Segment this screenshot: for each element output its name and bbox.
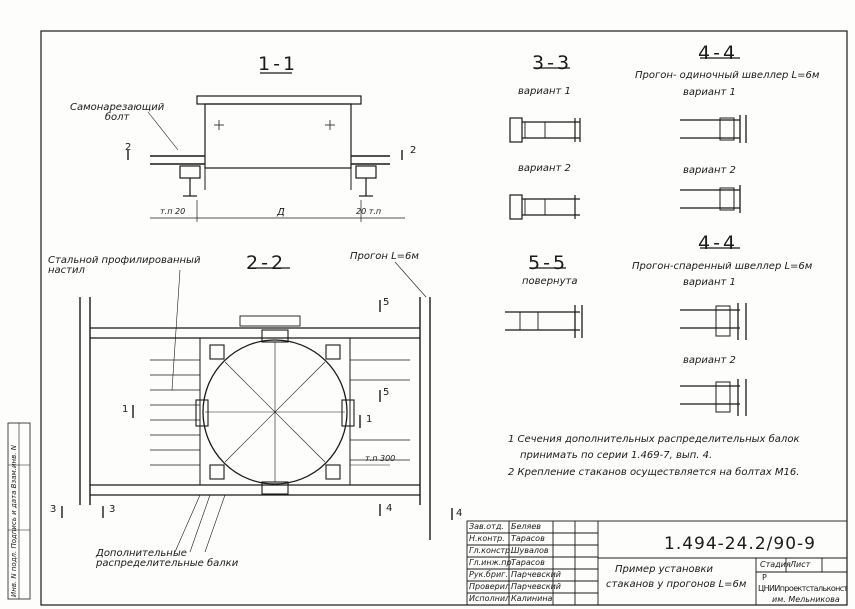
margin-stamp: Инв. N подл. Подпись и дата Взам.инв. N xyxy=(10,445,18,597)
name-7: Калинина xyxy=(511,594,553,603)
cut-mark-2-left: 2 xyxy=(125,142,132,153)
role-1: Зав.отд. xyxy=(469,522,504,531)
role-3: Гл.констр. xyxy=(469,546,513,555)
section-4-4-paired-title: 4-4 xyxy=(698,232,739,254)
cut-mark-1-left: 1 xyxy=(122,404,129,415)
note-2: 2 Крепление стаканов осуществляется на б… xyxy=(508,467,800,478)
variant2-44b-label: вариант 2 xyxy=(683,355,736,366)
cut-mark-1-right: 1 xyxy=(366,414,373,425)
cut-mark-4-left: 4 xyxy=(386,503,393,514)
section-2-2-title: 2-2 xyxy=(246,252,287,274)
section-5-5-title: 5-5 xyxy=(528,252,569,274)
rotated-label: повернута xyxy=(522,276,578,287)
name-4: Тарасов xyxy=(511,558,545,567)
offset-300-label: т.п 300 xyxy=(365,454,396,463)
section-1-1-title: 1-1 xyxy=(258,53,299,75)
bolt-label: Самонарезающий болт xyxy=(70,102,165,123)
note-1-line-2: принимать по серии 1.469-7, вып. 4. xyxy=(520,450,713,461)
cut-mark-3-left: 3 xyxy=(50,504,57,515)
section-1-1-view xyxy=(127,72,405,222)
organization-name-2: им. Мельникова xyxy=(772,595,840,604)
cut-mark-5-bottom: 5 xyxy=(383,387,390,398)
section-5-5-view xyxy=(505,267,583,338)
section-3-3-view xyxy=(509,67,581,220)
variant1-44a-label: вариант 1 xyxy=(683,87,736,98)
section-4-4-single-view xyxy=(680,57,747,213)
deck-label: Стальной профилированный настил xyxy=(48,255,201,276)
sheet-header: Лист xyxy=(790,560,811,569)
drawing-description-2: стаканов у прогонов L=6м xyxy=(606,579,747,590)
purlin-label: Прогон L=6м xyxy=(350,251,419,262)
cut-mark-3-right: 3 xyxy=(109,504,116,515)
paired-channel-label: Прогон-спаренный швеллер L=6м xyxy=(632,261,813,272)
offset-left-label: т.п 20 xyxy=(160,207,186,216)
cut-mark-5-top: 5 xyxy=(383,297,390,308)
stage-value: Р xyxy=(762,573,767,582)
section-4-4-paired-view xyxy=(680,247,747,416)
single-channel-label: Прогон- одиночный швеллер L=6м xyxy=(635,70,820,81)
role-6: Проверил xyxy=(469,582,511,591)
drawing-description-1: Пример установки xyxy=(615,564,714,575)
section-2-2-view xyxy=(61,261,453,553)
note-1-line-1: 1 Сечения дополнительных распределительн… xyxy=(508,434,800,445)
dimension-d-label: Д xyxy=(277,207,285,218)
cut-mark-4-right: 4 xyxy=(456,508,463,519)
variant2-33-label: вариант 2 xyxy=(518,163,571,174)
name-2: Тарасов xyxy=(511,534,545,543)
name-1: Беляев xyxy=(511,522,541,531)
role-7: Исполнил xyxy=(469,594,511,603)
variant2-44a-label: вариант 2 xyxy=(683,165,736,176)
offset-right-label: 20 т.п xyxy=(356,207,382,216)
role-2: Н.контр. xyxy=(469,534,505,543)
name-3: Шувалов xyxy=(511,546,549,555)
section-4-4-single-title: 4-4 xyxy=(698,42,739,64)
role-4: Гл.инж.пр. xyxy=(469,558,515,567)
section-3-3-title: 3-3 xyxy=(532,52,573,74)
variant1-44b-label: вариант 1 xyxy=(683,277,736,288)
variant1-33-label: вариант 1 xyxy=(518,86,571,97)
name-6: Парчевский xyxy=(511,582,561,591)
drawing-code: 1.494-24.2/90-9 xyxy=(664,534,816,554)
extra-beams-label: Дополнительные распределительные балки xyxy=(96,548,239,569)
role-5: Рук.бриг. xyxy=(469,570,508,579)
cut-mark-2-right: 2 xyxy=(410,145,417,156)
title-block-grid xyxy=(466,520,848,606)
name-5: Парчевский xyxy=(511,570,561,579)
organization-name: ЦНИИпроектстальконструкция xyxy=(758,585,847,593)
stage-header: Стадия xyxy=(760,560,791,569)
